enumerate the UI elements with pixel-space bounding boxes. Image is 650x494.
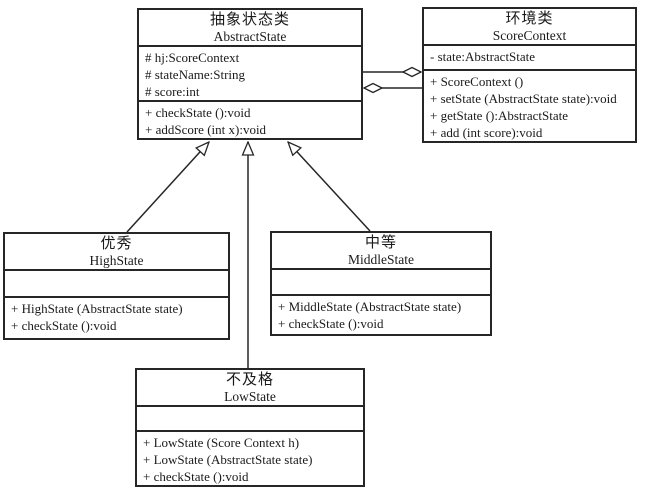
methods-compartment: + HighState (AbstractState state) + chec… [5,296,228,338]
method: + HighState (AbstractState state) [11,301,183,316]
class-header: 抽象状态类 AbstractState [139,10,361,45]
method: + checkState ():void [278,316,384,331]
class-name-cn: 中等 [364,235,397,251]
methods-compartment: + ScoreContext () + setState (AbstractSt… [424,69,635,141]
class-box-low-state: 不及格 LowState + LowState (Score Context h… [135,368,365,487]
method: + LowState (Score Context h) [143,435,300,450]
attribute: - state:AbstractState [430,49,536,65]
class-name-cn: 抽象状态类 [209,12,290,28]
class-name-en: AbstractState [213,29,287,45]
class-name-en: LowState [224,389,276,405]
attributes-compartment: - state:AbstractState [424,44,635,69]
class-box-middle-state: 中等 MiddleState + MiddleState (AbstractSt… [270,231,492,336]
generalization-line-highstate [126,142,209,233]
attributes-compartment-empty [5,269,228,296]
class-header: 不及格 LowState [137,370,363,405]
attributes-compartment: # hj:ScoreContext # stateName:String # s… [139,45,361,100]
attributes-compartment-empty [272,268,490,294]
methods-compartment: + LowState (Score Context h) + LowState … [137,430,363,485]
class-name-cn: 环境类 [505,11,554,27]
class-header: 环境类 ScoreContext [424,9,635,44]
class-box-high-state: 优秀 HighState + HighState (AbstractState … [3,232,230,340]
methods-compartment: + MiddleState (AbstractState state) + ch… [272,294,490,334]
class-name-cn: 不及格 [225,372,274,388]
method: + getState ():AbstractState [430,108,569,123]
method: + addScore (int x):void [145,122,267,137]
attributes-compartment-empty [137,404,363,430]
generalization-line-middlestate [288,142,371,232]
attribute: # stateName:String [145,67,246,82]
class-name-en: MiddleState [348,252,414,268]
methods-compartment: + checkState ():void + addScore (int x):… [139,100,361,138]
method: + checkState ():void [145,105,251,120]
method: + checkState ():void [11,318,117,333]
class-header: 优秀 HighState [5,234,228,269]
class-name-en: ScoreContext [492,28,567,44]
class-box-score-context: 环境类 ScoreContext - state:AbstractState +… [422,7,637,143]
class-box-abstract-state: 抽象状态类 AbstractState # hj:ScoreContext # … [137,8,363,140]
method: + setState (AbstractState state):void [430,91,617,106]
class-name-en: HighState [89,253,144,269]
class-header: 中等 MiddleState [272,233,490,268]
attribute: # hj:ScoreContext [145,50,240,65]
method: + LowState (AbstractState state) [143,452,313,467]
method: + checkState ():void [143,469,249,484]
method: + add (int score):void [430,125,543,140]
method: + MiddleState (AbstractState state) [278,299,462,314]
class-name-cn: 优秀 [100,236,133,252]
attribute: # score:int [145,84,200,99]
method: + ScoreContext () [430,74,524,89]
